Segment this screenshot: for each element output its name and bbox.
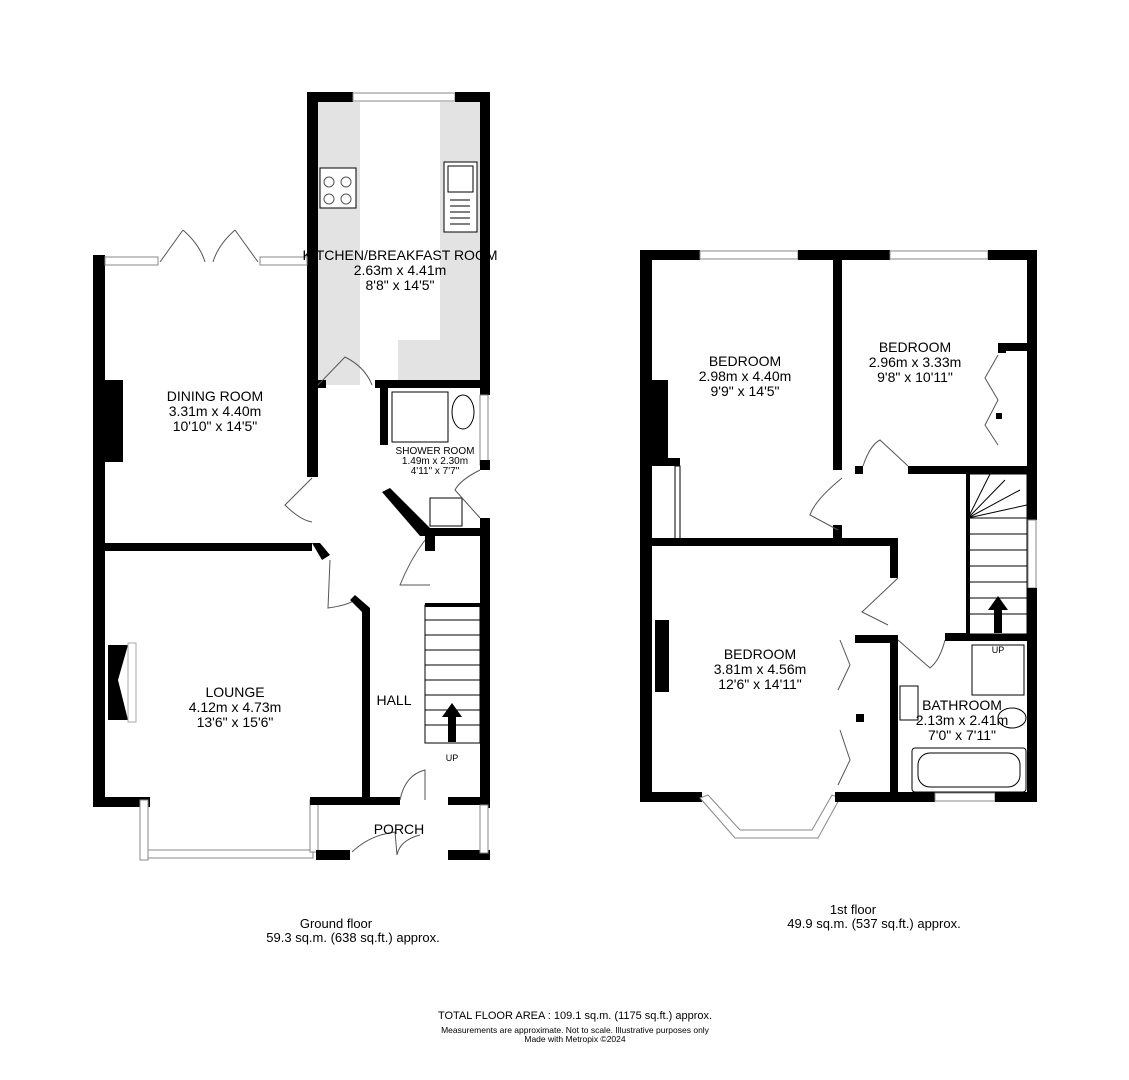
basin-icon [429, 497, 463, 527]
toilet-icon [451, 394, 475, 430]
room-label-hall: HALL [376, 692, 411, 708]
credit: Made with Metropix ©2024 [524, 1034, 626, 1044]
svg-text:1.49m x 2.30m: 1.49m x 2.30m [402, 456, 468, 467]
svg-text:7'0" x 7'11": 7'0" x 7'11" [928, 727, 996, 743]
svg-text:BATHROOM: BATHROOM [922, 697, 1002, 713]
captions: Ground floor 59.3 sq.m. (638 sq.ft.) app… [266, 902, 960, 1044]
svg-text:10'10" x 14'5": 10'10" x 14'5" [173, 418, 258, 434]
svg-text:2.63m x 4.41m: 2.63m x 4.41m [354, 262, 447, 278]
ground-floor-plan [93, 92, 490, 861]
first-floor-stairs [966, 473, 1028, 635]
room-label-lounge: LOUNGE 4.12m x 4.73m 13'6" x 15'6" [189, 684, 282, 730]
shower-tray-icon [971, 644, 1025, 696]
svg-text:3.31m x 4.40m: 3.31m x 4.40m [169, 403, 262, 419]
basin-icon [899, 685, 919, 721]
svg-text:2.96m x 3.33m: 2.96m x 3.33m [869, 354, 962, 370]
hob-icon [319, 167, 357, 209]
svg-text:9'8" x 10'11": 9'8" x 10'11" [877, 369, 953, 385]
svg-text:12'6" x 14'11": 12'6" x 14'11" [718, 676, 802, 692]
svg-text:9'9" x 14'5": 9'9" x 14'5" [711, 383, 780, 399]
room-label-bedroom-2: BEDROOM 2.96m x 3.33m 9'8" x 10'11" [869, 339, 962, 385]
kitchen-worktop-bottom [398, 340, 480, 385]
ground-floor-labels: KITCHEN/BREAKFAST ROOM 2.63m x 4.41m 8'8… [167, 247, 498, 837]
toilet-icon [997, 707, 1027, 729]
svg-text:2.98m x 4.40m: 2.98m x 4.40m [699, 368, 792, 384]
stairs-up-label: UP [992, 645, 1005, 655]
dining-door [284, 477, 313, 523]
stairs-up-arrow-icon [988, 596, 1008, 633]
shower-tray-icon [391, 391, 449, 443]
svg-text:4'11" x 7'7": 4'11" x 7'7" [411, 466, 460, 477]
room-label-bathroom: BATHROOM 2.13m x 2.41m 7'0" x 7'11" [916, 697, 1009, 743]
room-label-kitchen: KITCHEN/BREAKFAST ROOM 2.63m x 4.41m 8'8… [303, 247, 498, 293]
svg-text:13'6" x 15'6": 13'6" x 15'6" [197, 714, 274, 730]
svg-text:4.12m x 4.73m: 4.12m x 4.73m [189, 699, 282, 715]
svg-text:BEDROOM: BEDROOM [724, 646, 796, 662]
kitchen-worktop-left [318, 102, 360, 385]
svg-text:BEDROOM: BEDROOM [709, 353, 781, 369]
first-floor-plan [640, 250, 1037, 839]
svg-text:BEDROOM: BEDROOM [879, 339, 951, 355]
svg-text:LOUNGE: LOUNGE [205, 684, 264, 700]
svg-text:SHOWER ROOM: SHOWER ROOM [396, 446, 475, 457]
svg-text:KITCHEN/BREAKFAST ROOM: KITCHEN/BREAKFAST ROOM [303, 247, 498, 263]
room-label-bedroom-3: BEDROOM 3.81m x 4.56m 12'6" x 14'11" [714, 646, 807, 692]
room-label-dining-room: DINING ROOM 3.31m x 4.40m 10'10" x 14'5" [167, 388, 263, 434]
kitchen-worktop-right [440, 102, 480, 385]
room-label-porch: PORCH [374, 821, 425, 837]
first-floor-caption-area: 49.9 sq.m. (537 sq.ft.) approx. [787, 916, 960, 931]
first-floor-labels: BEDROOM 2.98m x 4.40m 9'9" x 14'5" BEDRO… [699, 339, 1009, 743]
room-label-bedroom-1: BEDROOM 2.98m x 4.40m 9'9" x 14'5" [699, 353, 792, 399]
sink-icon [443, 161, 478, 233]
ground-stairs [424, 603, 481, 744]
room-label-shower-room: SHOWER ROOM 1.49m x 2.30m 4'11" x 7'7" [396, 446, 475, 477]
ground-floor-caption-area: 59.3 sq.m. (638 sq.ft.) approx. [266, 930, 439, 945]
first-floor-caption-title: 1st floor [830, 902, 877, 917]
svg-text:2.13m x 2.41m: 2.13m x 2.41m [916, 712, 1009, 728]
kitchen-door [317, 356, 373, 386]
ground-floor-caption-title: Ground floor [300, 916, 373, 931]
svg-text:8'8" x 14'5": 8'8" x 14'5" [366, 277, 435, 293]
disclaimer: Measurements are approximate. Not to sca… [441, 1025, 710, 1035]
svg-text:DINING ROOM: DINING ROOM [167, 388, 263, 404]
stairs-up-arrow-icon [442, 703, 462, 742]
total-floor-area: TOTAL FLOOR AREA : 109.1 sq.m. (1175 sq.… [438, 1010, 712, 1022]
svg-text:3.81m x 4.56m: 3.81m x 4.56m [714, 661, 807, 677]
stairs-up-label: UP [446, 753, 459, 763]
